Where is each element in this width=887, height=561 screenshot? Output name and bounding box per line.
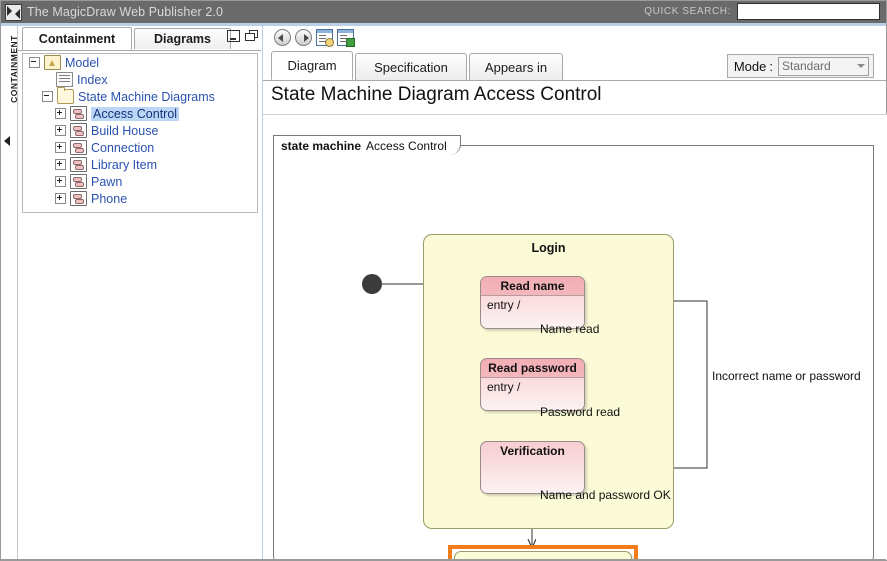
content-tabstrip: Diagram Specification Appears in Mode : … [263, 49, 886, 81]
title-accent-strip [1, 23, 886, 26]
mode-label: Mode [733, 58, 767, 74]
chevron-down-icon[interactable] [857, 64, 865, 68]
model-icon [44, 55, 61, 70]
page-icon [56, 72, 73, 87]
state-name-label: Verification [500, 444, 565, 458]
containment-tree[interactable]: Model Index State Machine Diagrams Acces… [22, 53, 258, 213]
diagram-frame-kind: state machine [281, 138, 362, 153]
navigate-back-icon[interactable] [274, 29, 291, 46]
mode-selected-value: Standard [782, 59, 831, 73]
transition-label-password-read: Password read [540, 405, 621, 419]
panel-window-buttons [227, 30, 258, 42]
tree-item-connection[interactable]: Connection [23, 139, 257, 156]
tree-item-library-item[interactable]: Library Item [23, 156, 257, 173]
tree-item-label: Index [77, 72, 108, 87]
containment-rail[interactable]: CONTAINMENT [1, 26, 19, 560]
diagram-frame-tab: state machine Access Control [273, 135, 461, 155]
quick-search-input[interactable] [737, 3, 880, 20]
quick-search-label: QUICK SEARCH: [644, 6, 731, 17]
quick-search: QUICK SEARCH: [644, 3, 880, 20]
state-machine-diagram-icon [70, 140, 87, 155]
highlight-box [448, 545, 638, 560]
tree-item-label: Model [65, 55, 100, 70]
tree-item-access-control[interactable]: Access Control [23, 105, 257, 122]
transition-label-incorrect-name-or-password: Incorrect name or password [712, 369, 861, 383]
state-machine-diagram-icon [70, 157, 87, 172]
tree-item-label: Access Control [91, 106, 180, 121]
minimize-icon[interactable] [227, 30, 240, 42]
tree-item-build-house[interactable]: Build House [23, 122, 257, 139]
tab-specification[interactable]: Specification [355, 53, 467, 80]
state-name-label: Read name [481, 277, 584, 296]
expander-plus-icon[interactable] [55, 142, 66, 153]
expander-plus-icon[interactable] [55, 125, 66, 136]
mode-select[interactable]: Standard [778, 56, 869, 76]
mode-control: Mode : Standard [726, 54, 874, 78]
window-bottom-edge [1, 559, 886, 560]
tree-item-model[interactable]: Model [23, 54, 257, 71]
triangle-left-icon[interactable] [4, 136, 10, 146]
state-read-password[interactable]: Read password entry / [480, 358, 585, 411]
left-panel: Containment Diagrams Model Index [18, 26, 261, 560]
right-panel: Diagram Specification Appears in Mode : … [262, 26, 887, 560]
tree-item-index[interactable]: Index [23, 71, 257, 88]
tree-item-label: Pawn [91, 174, 123, 189]
diagram-canvas: state machine Access Control [263, 115, 887, 560]
tab-containment[interactable]: Containment [22, 27, 132, 50]
expander-minus-icon[interactable] [42, 91, 53, 102]
tab-appears-in[interactable]: Appears in [469, 53, 563, 80]
state-machine-diagram-icon [70, 174, 87, 189]
tree-item-pawn[interactable]: Pawn [23, 173, 257, 190]
diagram-frame: Login Read name entry / Read password en… [273, 145, 874, 560]
window-title: The MagicDraw Web Publisher 2.0 [27, 5, 224, 19]
page-title: State Machine Diagram Access Control [271, 84, 602, 105]
transition-label-name-read: Name read [540, 322, 600, 336]
expander-plus-icon[interactable] [55, 176, 66, 187]
show-details-icon[interactable] [316, 29, 334, 47]
state-name-label: Read password [481, 359, 584, 378]
expander-plus-icon[interactable] [55, 108, 66, 119]
tree-item-label: Build House [91, 123, 159, 138]
state-machine-diagram-icon [70, 106, 87, 121]
tab-diagrams[interactable]: Diagrams [134, 28, 231, 49]
state-body-text: entry / [487, 380, 521, 394]
expander-minus-icon[interactable] [29, 57, 40, 68]
diagram-frame-name: Access Control [366, 138, 447, 153]
state-body-text: entry / [487, 298, 521, 312]
tree-item-label: Library Item [91, 157, 157, 172]
state-machine-diagram-icon [70, 191, 87, 206]
tree-item-state-machine-diagrams[interactable]: State Machine Diagrams [23, 87, 257, 105]
mode-separator: : [769, 58, 773, 74]
tab-diagram[interactable]: Diagram [271, 51, 353, 80]
expander-plus-icon[interactable] [55, 159, 66, 170]
tree-item-label: Phone [91, 191, 128, 206]
initial-state-node[interactable] [362, 274, 382, 294]
restore-icon[interactable] [245, 30, 258, 41]
state-verification[interactable]: Verification [480, 441, 585, 494]
transition-label-name-and-password-ok: Name and password OK [540, 488, 671, 502]
tree-item-phone[interactable]: Phone [23, 190, 257, 207]
expander-plus-icon[interactable] [55, 193, 66, 204]
left-tabstrip: Containment Diagrams [18, 26, 261, 51]
open-in-new-window-icon[interactable] [337, 29, 355, 47]
folder-icon [57, 87, 74, 104]
tree-item-label: Connection [91, 140, 155, 155]
title-divider [263, 114, 887, 115]
composite-state-label: Login [531, 241, 566, 255]
navigation-toolbar [263, 26, 886, 49]
state-read-name[interactable]: Read name entry / [480, 276, 585, 329]
navigate-forward-icon[interactable] [295, 29, 312, 46]
state-machine-diagram-icon [70, 123, 87, 138]
tree-item-label: State Machine Diagrams [78, 89, 215, 104]
title-bar: The MagicDraw Web Publisher 2.0 QUICK SE… [1, 1, 886, 23]
magicdraw-logo-icon [5, 3, 22, 21]
